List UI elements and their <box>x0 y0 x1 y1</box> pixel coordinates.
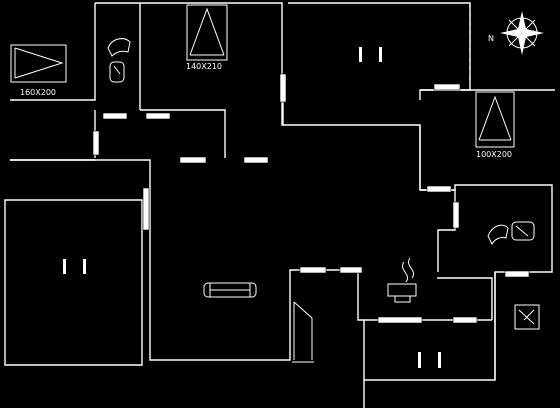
sink-icon <box>514 304 540 330</box>
doors <box>92 73 530 324</box>
bed-icon <box>63 259 86 274</box>
bed-size-right: 100X200 <box>476 150 512 159</box>
compass-icon <box>500 11 544 55</box>
bed-size-left: 160X200 <box>20 88 56 97</box>
door <box>452 316 478 324</box>
toilet-icon <box>107 38 131 83</box>
toilet-icon <box>487 221 535 246</box>
door <box>426 185 452 193</box>
door <box>452 201 460 229</box>
door <box>145 112 171 120</box>
door <box>433 83 461 91</box>
bed-size-top: 140X210 <box>186 62 222 71</box>
bed-icon <box>475 91 515 148</box>
door <box>279 73 287 103</box>
door <box>377 316 423 324</box>
bed-icon <box>10 44 67 83</box>
compass-north-letter: N <box>488 34 494 43</box>
door <box>142 187 150 231</box>
door <box>504 270 530 278</box>
bed-icon <box>418 352 441 368</box>
door <box>339 266 363 274</box>
counter-outline <box>293 301 313 360</box>
sofa-icon <box>203 282 257 298</box>
bed-icon <box>186 4 228 61</box>
stove-icon <box>387 257 417 303</box>
door <box>102 112 128 120</box>
door <box>299 266 327 274</box>
bed-icon <box>359 47 382 62</box>
door <box>179 156 207 164</box>
door <box>243 156 269 164</box>
exterior-walls <box>4 2 555 408</box>
door <box>92 130 100 156</box>
